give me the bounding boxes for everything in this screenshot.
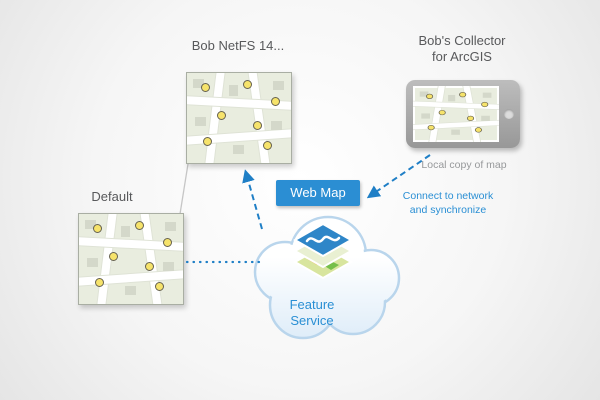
map-point-icon <box>427 124 435 131</box>
tablet-home-button-icon <box>504 109 514 119</box>
copy-connector-line <box>179 163 189 215</box>
map-point-icon <box>145 262 154 271</box>
map-road <box>413 120 499 130</box>
map-point-icon <box>263 141 272 150</box>
map-point-icon <box>459 92 467 98</box>
map-building <box>481 115 490 121</box>
map-road <box>187 128 291 146</box>
map-point-icon <box>163 238 172 247</box>
map-point-icon <box>243 80 252 89</box>
map-point-icon <box>474 127 482 133</box>
collector-label: Bob's Collector for ArcGIS <box>398 33 526 66</box>
map-point-icon <box>217 111 226 120</box>
map-building <box>273 81 284 90</box>
map-building <box>419 91 429 97</box>
map-point-icon <box>93 224 102 233</box>
map-point-icon <box>438 109 446 116</box>
map-building <box>195 117 206 126</box>
map-building <box>421 113 430 119</box>
collector-map-thumbnail <box>413 86 499 142</box>
map-point-icon <box>481 101 489 108</box>
map-building <box>233 145 244 154</box>
collector-label-line2: for ArcGIS <box>432 49 492 65</box>
feature-service-label: Feature Service <box>262 297 362 328</box>
local-copy-caption: Local copy of map <box>421 159 507 171</box>
collector-label-line1: Bob's Collector <box>418 33 506 48</box>
map-building <box>451 129 460 135</box>
map-building <box>121 226 130 237</box>
feature-service-label-line1: Feature <box>289 297 335 312</box>
tablet-screen <box>413 86 499 142</box>
netfs-map-thumbnail <box>186 72 292 164</box>
map-point-icon <box>201 83 210 92</box>
map-building <box>87 258 98 267</box>
layers-stack-icon <box>292 222 354 280</box>
map-building <box>271 121 282 130</box>
default-map-thumbnail <box>78 213 184 305</box>
map-point-icon <box>203 137 212 146</box>
map-building <box>85 220 96 229</box>
map-point-icon <box>467 115 475 121</box>
map-building <box>163 262 174 271</box>
map-point-icon <box>253 121 262 130</box>
sync-note-line1: Connect to network <box>402 190 494 202</box>
tablet-device <box>406 80 520 148</box>
default-map-label: Default <box>91 189 133 204</box>
map-point-icon <box>426 93 434 99</box>
sync-note: Connect to network and synchronize <box>392 190 504 217</box>
map-point-icon <box>155 282 164 291</box>
netfs-map-label: Bob NetFS 14... <box>191 38 285 53</box>
map-point-icon <box>135 221 144 230</box>
map-building <box>193 79 204 88</box>
map-building <box>165 222 176 231</box>
feature-service-cloud <box>253 215 401 340</box>
feature-service-label-line2: Service <box>290 312 334 328</box>
map-point-icon <box>109 252 118 261</box>
map-building <box>229 85 238 96</box>
web-map-badge: Web Map <box>276 180 360 206</box>
map-building <box>125 286 136 295</box>
map-building <box>482 92 492 98</box>
map-road <box>79 269 183 287</box>
map-point-icon <box>95 278 104 287</box>
map-building <box>448 94 456 102</box>
map-point-icon <box>271 97 280 106</box>
sync-note-line2: and synchronize <box>409 203 487 216</box>
